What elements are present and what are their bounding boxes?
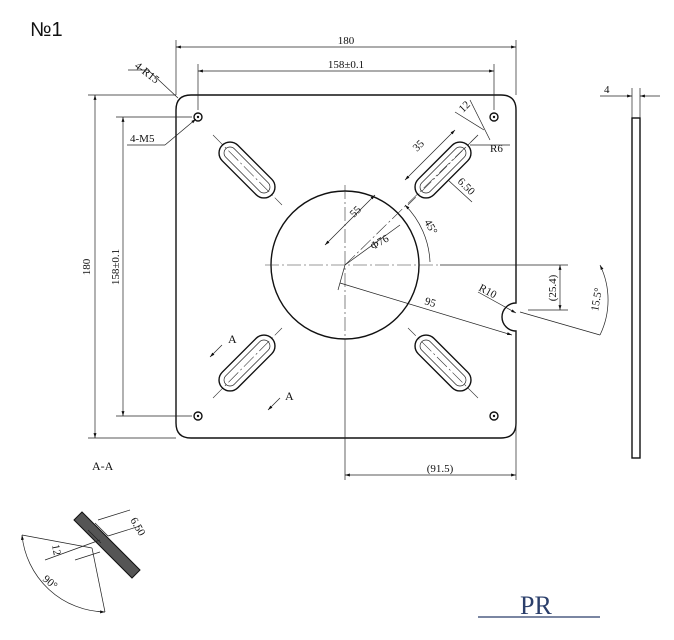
dim-slot-offset: 55 (324, 194, 376, 246)
svg-text:4-M5: 4-M5 (130, 133, 155, 145)
svg-text:4-R15: 4-R15 (132, 60, 161, 87)
svg-text:95: 95 (423, 295, 438, 310)
dim-overall-width: 180 (175, 35, 517, 95)
svg-text:A: A (228, 332, 237, 346)
svg-text:A: A (285, 389, 294, 403)
dim-notch-distance: 95 (337, 264, 513, 336)
svg-text:4: 4 (604, 84, 610, 96)
logo: PR (478, 591, 600, 620)
corner-holes (193, 112, 499, 421)
section-marker-upper: A (209, 332, 237, 358)
svg-text:(25.4): (25.4) (547, 274, 559, 301)
dim-slot-depth: 6.50 (447, 176, 477, 203)
svg-text:15.5°: 15.5° (589, 287, 605, 312)
dim-slot-angle: 45° (404, 204, 439, 263)
dim-slot-radius: R6 (470, 143, 510, 155)
dim-hole-spacing-width: 158±0.1 (197, 59, 495, 110)
svg-text:(91.5): (91.5) (427, 463, 454, 475)
leader-tapped-holes: 4-M5 (127, 118, 197, 146)
svg-text:180: 180 (338, 35, 355, 47)
svg-text:PR: PR (520, 591, 552, 620)
dim-slot-width: 12 (454, 99, 491, 141)
section-marker-lower: A (267, 389, 294, 411)
dim-notch-horizontal: (91.5) (344, 331, 517, 480)
dim-notch-angle: 15.5° (519, 264, 609, 336)
drawing-number: №1 (30, 19, 63, 41)
svg-text:R6: R6 (490, 143, 503, 155)
svg-text:55: 55 (348, 204, 365, 221)
dim-center-diameter: Φ76 (344, 224, 401, 266)
svg-text:158±0.1: 158±0.1 (110, 249, 122, 285)
dim-notch-radius: R10 (477, 282, 517, 314)
svg-text:12: 12 (49, 543, 63, 556)
center-lines (212, 134, 479, 399)
leader-corner-radius: 4-R15 (128, 60, 179, 99)
dim-slot-length: 35 (404, 129, 456, 181)
svg-text:6.50: 6.50 (127, 516, 147, 539)
dim-overall-height: 180 (81, 94, 176, 439)
slot-bottom-left (218, 334, 276, 392)
svg-text:35: 35 (411, 138, 428, 155)
side-view: 4 (600, 84, 660, 459)
dim-notch-offset: (25.4) (440, 264, 568, 311)
svg-text:Φ76: Φ76 (369, 232, 392, 252)
svg-text:6.50: 6.50 (455, 176, 477, 198)
slot-top-left (218, 141, 276, 199)
dim-hole-spacing-height: 158±0.1 (110, 116, 192, 417)
svg-text:90°: 90° (40, 573, 60, 592)
svg-text:R10: R10 (477, 282, 499, 301)
plate-outline (175, 94, 517, 439)
svg-text:158±0.1: 158±0.1 (328, 59, 364, 71)
section-label: A-A (92, 459, 114, 473)
svg-text:180: 180 (81, 258, 93, 275)
section-detail: 6.50 12 90° (21, 509, 148, 614)
